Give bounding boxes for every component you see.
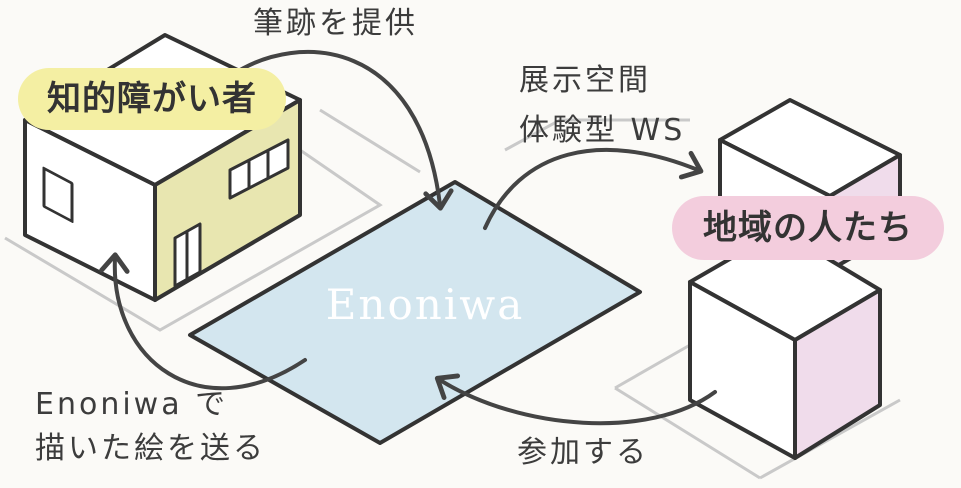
edge-label-exhibition-space: 展示空間 <box>519 62 651 100</box>
edge-label-provide-handwriting: 筆跡を提供 <box>253 5 418 43</box>
lower-cube <box>690 230 880 458</box>
edge-label-participate: 参加する <box>517 434 649 472</box>
node-disabled-people: 知的障がい者 <box>18 68 286 130</box>
arrow-exhibition <box>485 150 698 228</box>
edge-label-workshop: 体験型 WS <box>519 112 685 150</box>
node-enoniwa: Enoniwa <box>310 280 540 329</box>
edge-label-send-line1: Enoniwa で <box>35 386 228 424</box>
node-local-people: 地域の人たち <box>672 196 944 260</box>
edge-label-send-line2: 描いた絵を送る <box>35 430 266 468</box>
